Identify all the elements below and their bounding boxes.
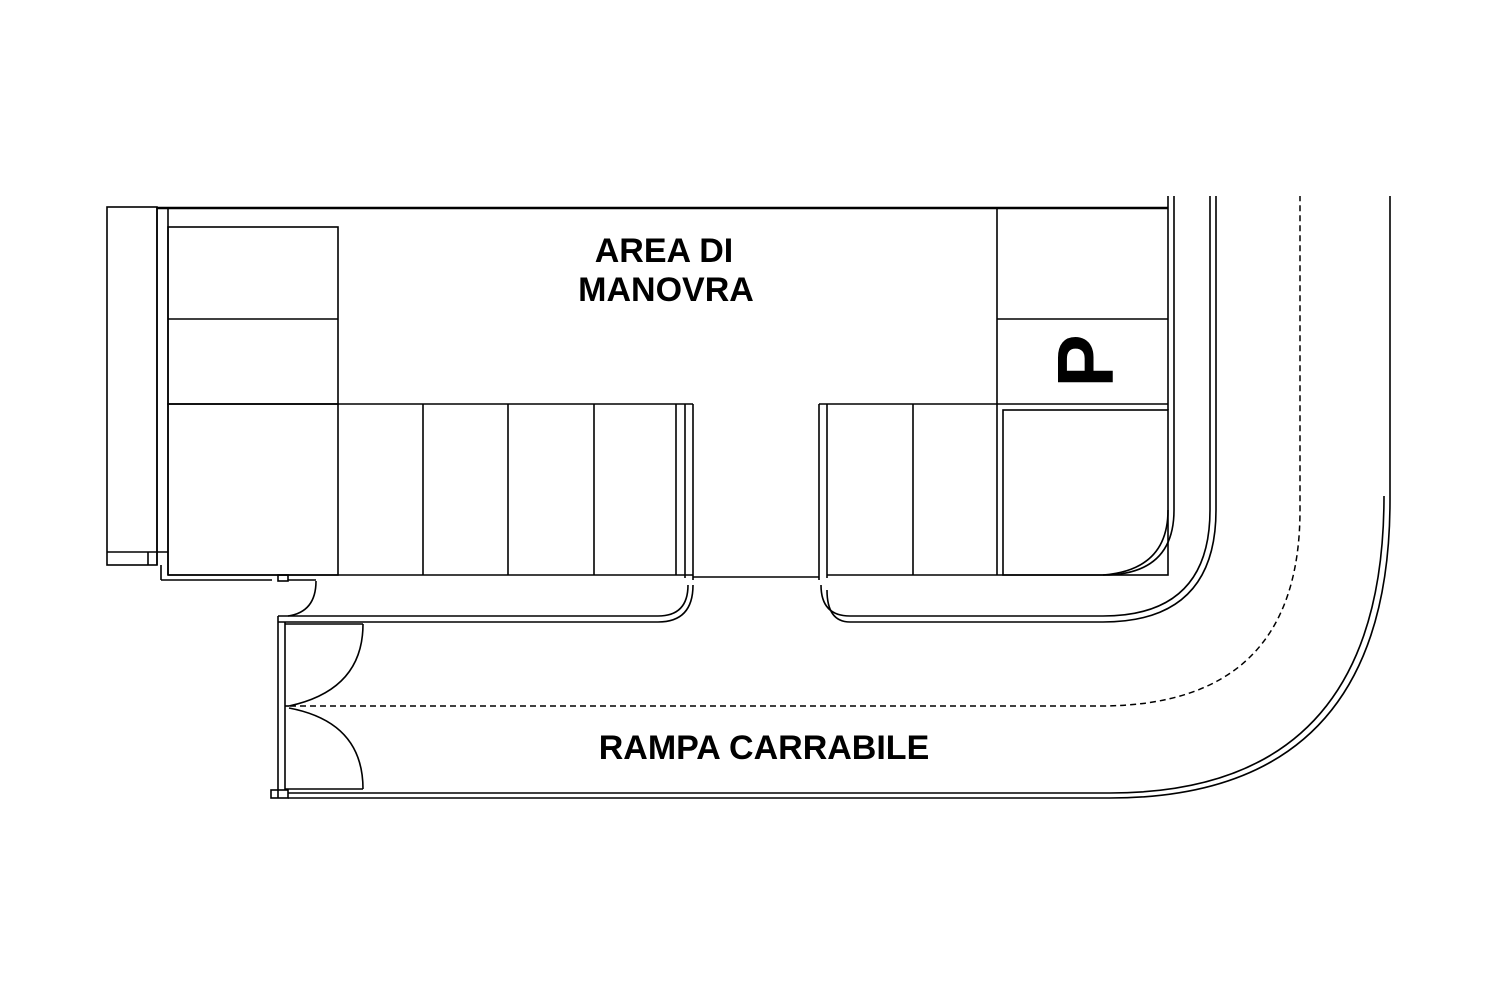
area-label-line2: MANOVRA [578,271,754,309]
parking-stalls-right [818,403,1169,580]
left-wall [106,206,272,581]
area-label-line1: AREA DI [595,232,734,270]
parking-stalls-left [168,403,694,580]
ramp-entrance [270,616,364,799]
left-storage-blocks [167,226,339,576]
ramp-label: RAMPA CARRABILE [599,729,930,767]
ramp-outer-edge [288,196,1391,799]
top-right-parking [996,208,1168,404]
corridor-wall [277,574,694,623]
ramp-centerline [290,196,1301,707]
parking-symbol: P [1041,334,1130,387]
right-wall [820,196,1217,623]
